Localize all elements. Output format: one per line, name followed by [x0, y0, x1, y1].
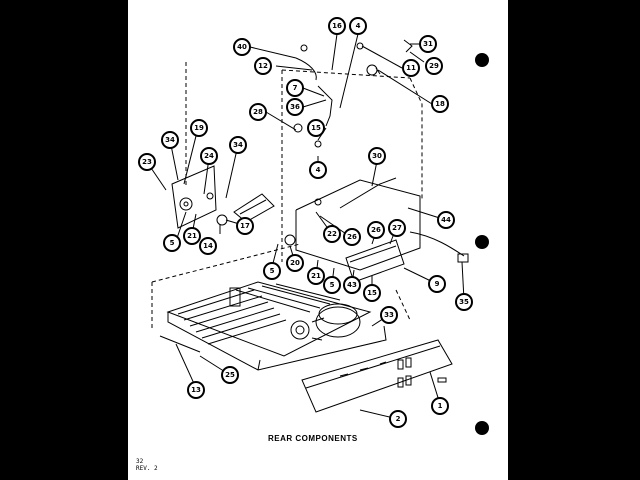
callout-2: 2: [389, 410, 407, 428]
callout-36: 36: [286, 98, 304, 116]
callout-7: 7: [286, 79, 304, 97]
callout-40: 40: [233, 38, 251, 56]
callout-5: 5: [263, 262, 281, 280]
svg-text:17: 17: [240, 222, 250, 230]
svg-text:44: 44: [441, 216, 451, 224]
svg-text:40: 40: [237, 43, 247, 51]
callout-4-top: 4: [349, 17, 367, 35]
callout-28: 28: [249, 103, 267, 121]
callout-21-right: 21: [307, 267, 325, 285]
svg-text:34: 34: [233, 141, 243, 149]
callout-27-2: 26: [367, 221, 385, 239]
punch-hole-top: [475, 53, 489, 67]
callout-29: 29: [425, 57, 443, 75]
svg-text:35: 35: [459, 298, 469, 306]
callout-27-1: 26: [343, 228, 361, 246]
svg-text:24: 24: [204, 152, 214, 160]
callout-12: 12: [254, 57, 272, 75]
svg-text:43: 43: [347, 281, 357, 289]
svg-text:20: 20: [290, 259, 300, 267]
svg-text:9: 9: [435, 280, 440, 288]
svg-text:4: 4: [356, 22, 361, 30]
svg-text:28: 28: [253, 108, 263, 116]
svg-text:18: 18: [435, 100, 445, 108]
svg-text:19: 19: [194, 124, 204, 132]
svg-text:16: 16: [332, 22, 342, 30]
svg-text:26: 26: [371, 226, 381, 234]
callout-30-left: 5: [163, 234, 181, 252]
callout-9: 9: [428, 275, 446, 293]
callout-19: 19: [190, 119, 208, 137]
svg-text:15: 15: [367, 289, 377, 297]
callout-26: 22: [323, 225, 341, 243]
svg-text:5: 5: [270, 267, 275, 275]
callout-34-2: 34: [229, 136, 247, 154]
svg-text:36: 36: [290, 103, 300, 111]
svg-text:11: 11: [406, 64, 416, 72]
svg-text:15: 15: [311, 124, 321, 132]
callout-16: 16: [328, 17, 346, 35]
svg-text:23: 23: [142, 158, 152, 166]
svg-text:26: 26: [347, 233, 357, 241]
left-components: [171, 165, 296, 246]
callout-10: 44: [437, 211, 455, 229]
svg-text:22: 22: [327, 230, 337, 238]
svg-text:21: 21: [187, 232, 197, 240]
svg-text:34: 34: [165, 136, 175, 144]
callout-20: 20: [286, 254, 304, 272]
svg-text:2: 2: [396, 415, 401, 423]
compressor: [290, 303, 361, 341]
callout-15-2: 15: [363, 284, 381, 302]
rear-cover-panel: [301, 339, 453, 413]
callout-13: 13: [187, 381, 205, 399]
page-number: 32: [136, 458, 144, 465]
svg-text:7: 7: [293, 84, 298, 92]
svg-text:12: 12: [258, 62, 268, 70]
punch-hole-middle: [475, 235, 489, 249]
callout-43: 43: [343, 276, 361, 294]
callout-21-left: 21: [183, 227, 201, 245]
refrigerant-tubing: [293, 39, 469, 263]
svg-text:31: 31: [423, 40, 433, 48]
svg-text:33: 33: [384, 311, 394, 319]
callout-30-right: 5: [323, 276, 341, 294]
callout-14: 14: [199, 237, 217, 255]
callout-11: 11: [402, 59, 420, 77]
callout-34-1: 34: [161, 131, 179, 149]
diagram-title: REAR COMPONENTS: [268, 434, 358, 443]
svg-text:5: 5: [330, 281, 335, 289]
callout-24: 24: [200, 147, 218, 165]
svg-text:13: 13: [191, 386, 201, 394]
svg-text:30: 30: [372, 152, 382, 160]
svg-text:1: 1: [438, 402, 443, 410]
page-footer: 32 REV. 2: [136, 458, 158, 472]
base-tray: [166, 281, 387, 371]
callout-17: 17: [236, 217, 254, 235]
svg-text:29: 29: [429, 62, 439, 70]
svg-text:25: 25: [225, 371, 235, 379]
callout-25: 25: [221, 366, 239, 384]
callout-23: 23: [138, 153, 156, 171]
callout-35: 35: [455, 293, 473, 311]
callout-33: 33: [380, 306, 398, 324]
svg-text:4: 4: [316, 166, 321, 174]
punch-hole-bottom: [475, 421, 489, 435]
svg-text:27: 27: [392, 224, 402, 232]
svg-text:5: 5: [170, 239, 175, 247]
svg-text:14: 14: [203, 242, 213, 250]
callout-31: 31: [419, 35, 437, 53]
callout-1: 1: [431, 397, 449, 415]
callout-15-1: 15: [307, 119, 325, 137]
callout-18: 18: [431, 95, 449, 113]
svg-text:21: 21: [311, 272, 321, 280]
callout-44: 27: [388, 219, 406, 237]
callout-4-middle: 4: [309, 161, 327, 179]
callout-22: 30: [368, 147, 386, 165]
revision-label: REV. 2: [136, 465, 158, 472]
machine-compartment-bracket: [295, 179, 421, 283]
